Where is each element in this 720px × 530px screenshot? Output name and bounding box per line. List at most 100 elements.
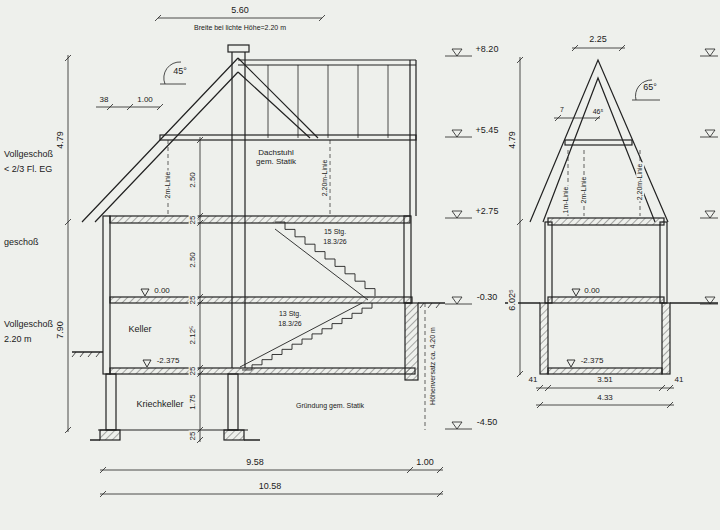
- drawing-label: -4.50: [476, 418, 499, 428]
- left-section: [72, 45, 445, 440]
- drawing-label: 41: [674, 376, 685, 385]
- floor-slab: [548, 368, 662, 374]
- right-section: [505, 60, 718, 374]
- angle-mark: [632, 80, 660, 100]
- dimension-text: 2.50: [189, 251, 198, 269]
- drawing-label: 2.25: [588, 35, 608, 45]
- ground-line: [72, 303, 445, 440]
- dimension-line: [100, 467, 443, 473]
- floor-slab: [548, 297, 664, 303]
- dimension-text: 2.12⁵: [189, 325, 198, 346]
- drawing-label: +8.20: [475, 45, 500, 55]
- dimension-text: Höhenversatz ca. 4.20 m: [429, 326, 437, 406]
- drawing-label: Vollgeschoß: [3, 320, 54, 330]
- chimney: [232, 52, 245, 368]
- dimension-line: [65, 55, 71, 433]
- dimension-line: [197, 137, 203, 443]
- dimension-text: 1m-Linie: [562, 186, 570, 215]
- drawing-label: 0.00: [153, 287, 171, 296]
- drawing-label: 18.3/26: [322, 238, 347, 246]
- drawing-label: -2.375: [156, 357, 181, 366]
- roof-right: [238, 58, 318, 138]
- dimension-text: 1.75: [189, 393, 198, 411]
- level-marker: [567, 289, 580, 367]
- dimension-text: 25: [189, 215, 198, 226]
- footing: [100, 430, 120, 440]
- drawing-label: 4.33: [596, 394, 614, 403]
- left-dimensions: [65, 15, 472, 497]
- floor-slab: [110, 216, 410, 223]
- drawing-label: 46⁵: [592, 108, 605, 116]
- level-marker: [445, 49, 472, 429]
- ground-hatch: [72, 303, 440, 357]
- drawing-label: 3.51: [596, 376, 614, 385]
- outer-wall: [404, 216, 411, 303]
- dimension-text: 25: [189, 366, 198, 377]
- dimension-text: 2.20m-Linie: [321, 159, 329, 198]
- floor-slab: [110, 368, 415, 374]
- dimension-line: [572, 45, 625, 51]
- right-dimensions: [517, 45, 718, 408]
- dimension-line: [536, 385, 674, 391]
- drawing-label: 2.20 m: [3, 335, 33, 345]
- drawing-label: < 2/3 Fl. EG: [3, 165, 53, 175]
- retaining-wall: [405, 303, 418, 380]
- height-line: [168, 140, 330, 216]
- drawing-label: +5.45: [475, 126, 500, 136]
- drawing-label: 1.00: [415, 458, 435, 468]
- dimension-line: [96, 104, 163, 110]
- dimension-text: 2m-Linie: [164, 171, 172, 200]
- drawing-label: 0.00: [583, 287, 601, 296]
- drawing-label: +2.75: [475, 207, 500, 217]
- drawing-label: Kriechkeller: [135, 400, 184, 410]
- dimension-text: 7.90: [56, 320, 66, 340]
- drawing-label: 45°: [172, 67, 188, 77]
- dimension-text: 25: [189, 431, 198, 442]
- dimension-line: [554, 115, 601, 121]
- crawl-wall: [228, 374, 238, 430]
- drawing-label: 5.60: [230, 6, 250, 16]
- drawing-label: Dachstuhl gem. Statik: [249, 149, 303, 167]
- dimension-text: 4.79: [56, 130, 66, 150]
- crawl-wall: [106, 374, 116, 430]
- drawing-label: 18.3/26: [277, 320, 302, 328]
- crawl-floor: [98, 429, 248, 430]
- stair-soffit: [275, 229, 368, 300]
- floor-slab: [548, 218, 664, 225]
- basement-wall: [540, 303, 548, 374]
- drawing-label: 9.58: [245, 458, 265, 468]
- roof: [530, 60, 668, 222]
- collar-beam: [160, 135, 416, 140]
- drawing-label: -2.375: [580, 357, 605, 366]
- drawing-label: 65°: [642, 83, 658, 93]
- drawing-label: 41: [528, 376, 539, 385]
- drawing-label: -0.30: [476, 293, 499, 303]
- height-line: [568, 150, 640, 216]
- footing: [224, 430, 244, 440]
- offset-line: [425, 303, 426, 430]
- dimension-text: 2m-Linie: [580, 176, 588, 205]
- drawing-label: geschoß: [3, 238, 40, 248]
- dimension-text: 2.50: [189, 171, 198, 189]
- dormer-roof: [238, 60, 416, 216]
- drawing-label: 38: [99, 96, 110, 105]
- outer-wall: [545, 222, 552, 303]
- dimension-text: 2,20m-Linie: [636, 163, 644, 202]
- drawing-label: Vollgeschoß: [3, 150, 54, 160]
- chimney-cap: [228, 45, 249, 52]
- stair: [275, 222, 375, 296]
- dimension-text: 4.79: [508, 130, 518, 150]
- drawing-label: 1.00: [136, 96, 154, 105]
- level-marker: [700, 49, 718, 304]
- dimension-text: 6.02⁵: [508, 288, 518, 311]
- drawing-label: 15 Stg.: [323, 228, 347, 236]
- floor-slab: [110, 297, 412, 303]
- outer-wall: [103, 216, 110, 374]
- drawing-label: 10.58: [258, 482, 283, 492]
- collar-beam: [565, 140, 632, 145]
- drawing-label: Keller: [127, 325, 152, 335]
- drawing-label: 7: [559, 106, 565, 114]
- drawing-label: Gründung gem. Statik: [295, 402, 365, 410]
